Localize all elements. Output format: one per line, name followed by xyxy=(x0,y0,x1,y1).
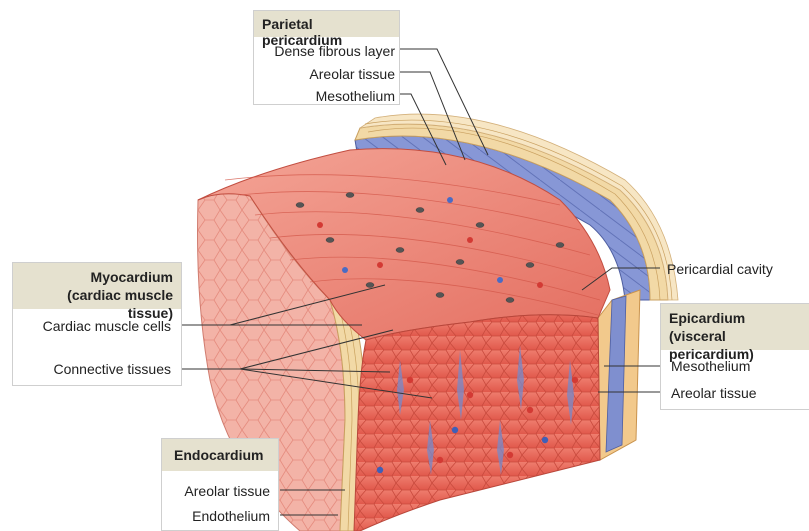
epicardium-box: Epicardium (visceral pericardium) Mesoth… xyxy=(660,303,809,410)
label-endothelium: Endothelium xyxy=(192,508,270,524)
myocardium-title: Myocardium (cardiac muscle tissue) xyxy=(13,263,181,309)
label-mesothelium-epicardium: Mesothelium xyxy=(671,358,750,374)
label-cardiac-muscle-cells: Cardiac muscle cells xyxy=(43,318,171,334)
label-connective-tissues: Connective tissues xyxy=(53,361,171,377)
endocardium-title: Endocardium xyxy=(162,439,278,471)
parietal-pericardium-box: Parietal pericardium Dense fibrous layer… xyxy=(253,10,400,105)
epicardium-title: Epicardium (visceral pericardium) xyxy=(661,304,809,350)
myocardium-box: Myocardium (cardiac muscle tissue) Cardi… xyxy=(12,262,182,386)
label-areolar-tissue-epicardium: Areolar tissue xyxy=(671,385,757,401)
label-areolar-tissue-endocardium: Areolar tissue xyxy=(184,483,270,499)
label-pericardial-cavity: Pericardial cavity xyxy=(667,261,773,277)
label-areolar-tissue-parietal: Areolar tissue xyxy=(309,66,395,82)
epicardium-title-line1: Epicardium xyxy=(669,309,809,327)
myocardium-title-line2: (cardiac muscle tissue) xyxy=(21,286,173,322)
myocardium-title-line1: Myocardium xyxy=(21,268,173,286)
label-mesothelium-parietal: Mesothelium xyxy=(316,88,395,104)
parietal-pericardium-title: Parietal pericardium xyxy=(254,11,399,37)
myocardium-front-face xyxy=(354,315,600,531)
endocardium-box: Endocardium Areolar tissue Endothelium xyxy=(161,438,279,531)
label-dense-fibrous-layer: Dense fibrous layer xyxy=(274,43,395,59)
